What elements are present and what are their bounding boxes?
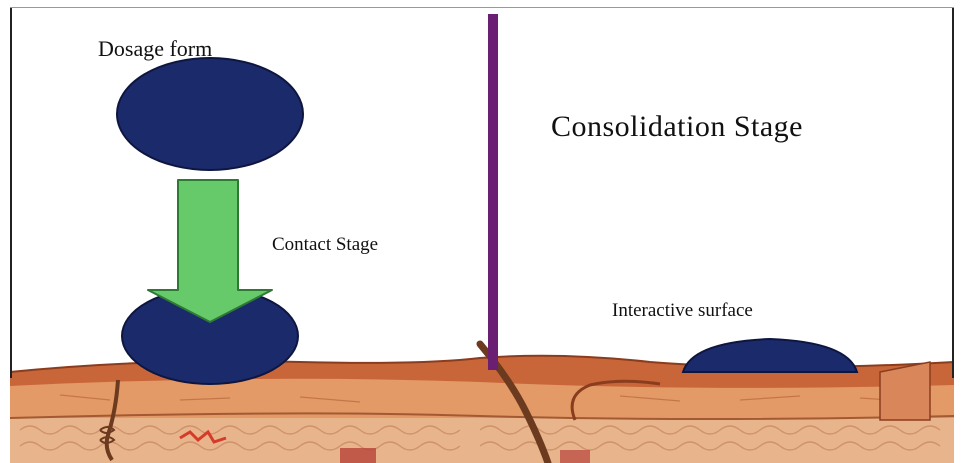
interactive-surface-label: Interactive surface (612, 300, 753, 322)
frame-right-border (952, 8, 954, 378)
deep-tissue-spot (340, 448, 376, 463)
deep-tissue-spot-2 (560, 450, 590, 463)
stage-divider (488, 14, 498, 370)
frame-top-border (10, 7, 954, 8)
contact-stage-label: Contact Stage (272, 234, 378, 256)
consolidated-dosage-form (683, 339, 857, 372)
frame-left-border (10, 8, 12, 378)
contact-arrow (148, 180, 272, 322)
consolidation-stage-label: Consolidation Stage (551, 110, 803, 144)
dosage-form-label: Dosage form (98, 36, 212, 62)
tissue-deep-layer (10, 415, 954, 463)
dosage-form-circle (117, 58, 303, 170)
tissue-block-corner (880, 362, 930, 420)
